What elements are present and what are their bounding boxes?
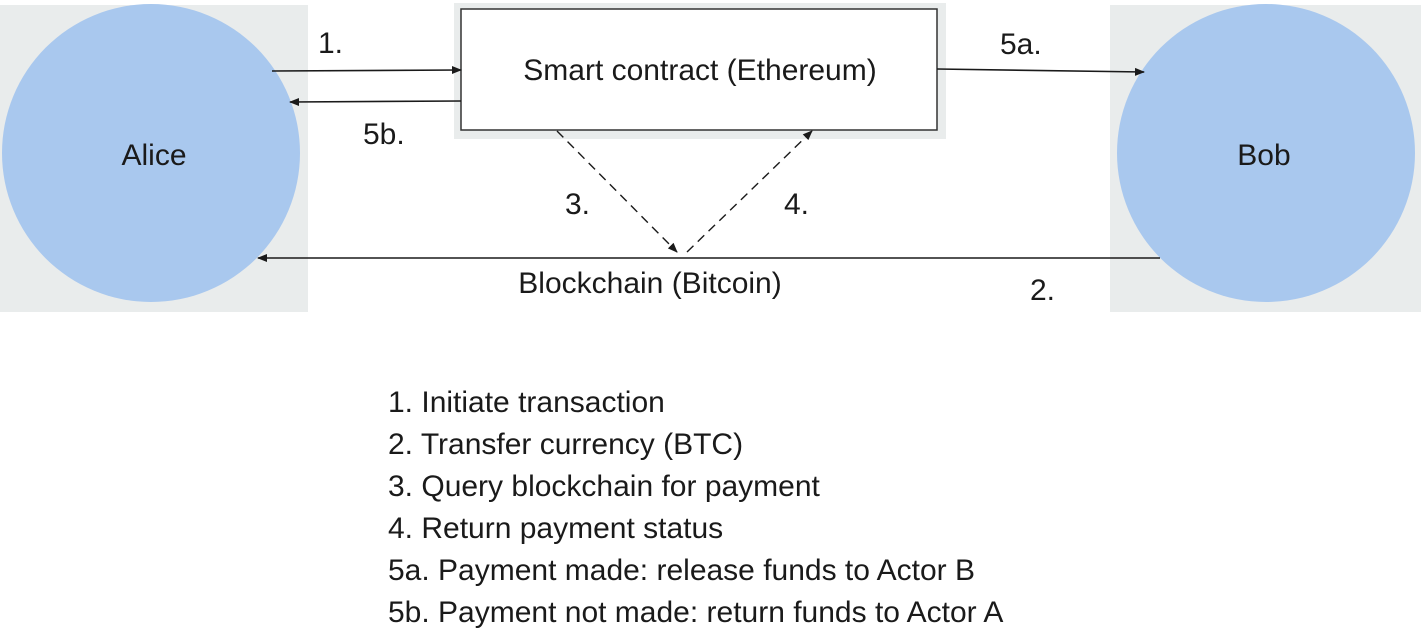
legend-list: 1. Initiate transaction 2. Transfer curr… bbox=[388, 382, 1003, 634]
arrow-step-1 bbox=[271, 66, 462, 75]
arrow-step-5b bbox=[289, 97, 462, 106]
bob-node bbox=[1117, 4, 1415, 302]
diagram-canvas: Alice Bob Smart contract (Ethereum) 1. 5… bbox=[0, 3, 1421, 312]
step-4-label: 4. bbox=[784, 188, 809, 221]
legend-item-5a: 5a. Payment made: release funds to Actor… bbox=[388, 554, 975, 587]
step-5a-label: 5a. bbox=[1000, 28, 1042, 61]
alice-label: Alice bbox=[121, 139, 186, 172]
smart-contract-box bbox=[460, 8, 938, 131]
step-5b-label: 5b. bbox=[363, 118, 405, 151]
bob-label: Bob bbox=[1237, 139, 1290, 172]
legend-item-3: 3. Query blockchain for payment bbox=[388, 470, 820, 503]
arrow-step-3 bbox=[556, 130, 678, 253]
step-3-label: 3. bbox=[565, 188, 590, 221]
legend-item-5b: 5b. Payment not made: return funds to Ac… bbox=[388, 596, 1004, 629]
alice-node bbox=[2, 4, 300, 302]
legend-item-4: 4. Return payment status bbox=[388, 512, 724, 545]
arrow-step-5a bbox=[936, 67, 1145, 76]
blockchain-label: Blockchain (Bitcoin) bbox=[518, 267, 781, 300]
legend-item-2: 2. Transfer currency (BTC) bbox=[388, 428, 744, 461]
legend-item-1: 1. Initiate transaction bbox=[388, 386, 665, 419]
step-2-label: 2. bbox=[1030, 274, 1055, 307]
step-1-label: 1. bbox=[318, 27, 343, 60]
smart-contract-label: Smart contract (Ethereum) bbox=[523, 54, 876, 87]
